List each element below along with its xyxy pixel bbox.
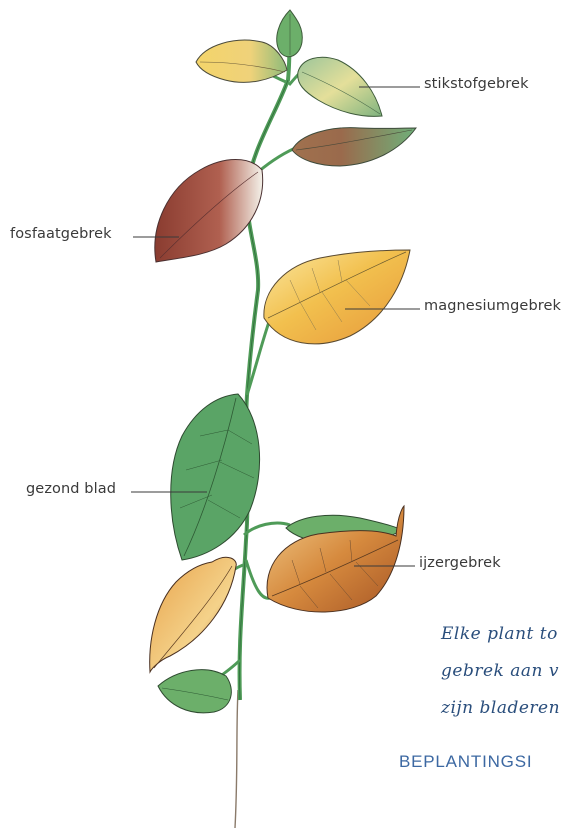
label-nitrogen-deficiency: stikstofgebrek [424, 76, 529, 92]
root [235, 690, 238, 828]
phosphate-deficiency-leaf [155, 160, 263, 263]
caption-line-3: zijn bladeren [441, 698, 560, 718]
label-iron-deficiency: ijzergebrek [419, 555, 501, 571]
caption-line-2: gebrek aan v [441, 661, 559, 681]
label-healthy-leaf: gezond blad [26, 481, 116, 497]
upper-right-leaf [292, 128, 416, 166]
caption-line-1: Elke plant to [441, 624, 558, 644]
lower-left-leaf [150, 557, 237, 672]
top-bud-leaf [277, 10, 303, 57]
label-magnesium-deficiency: magnesiumgebrek [424, 298, 561, 314]
bottom-leaf [158, 670, 231, 713]
label-phosphate-deficiency: fosfaatgebrek [10, 226, 112, 242]
section-heading: BEPLANTINGSI [399, 752, 532, 772]
top-left-leaf [196, 40, 287, 82]
magnesium-deficiency-leaf [264, 250, 410, 344]
